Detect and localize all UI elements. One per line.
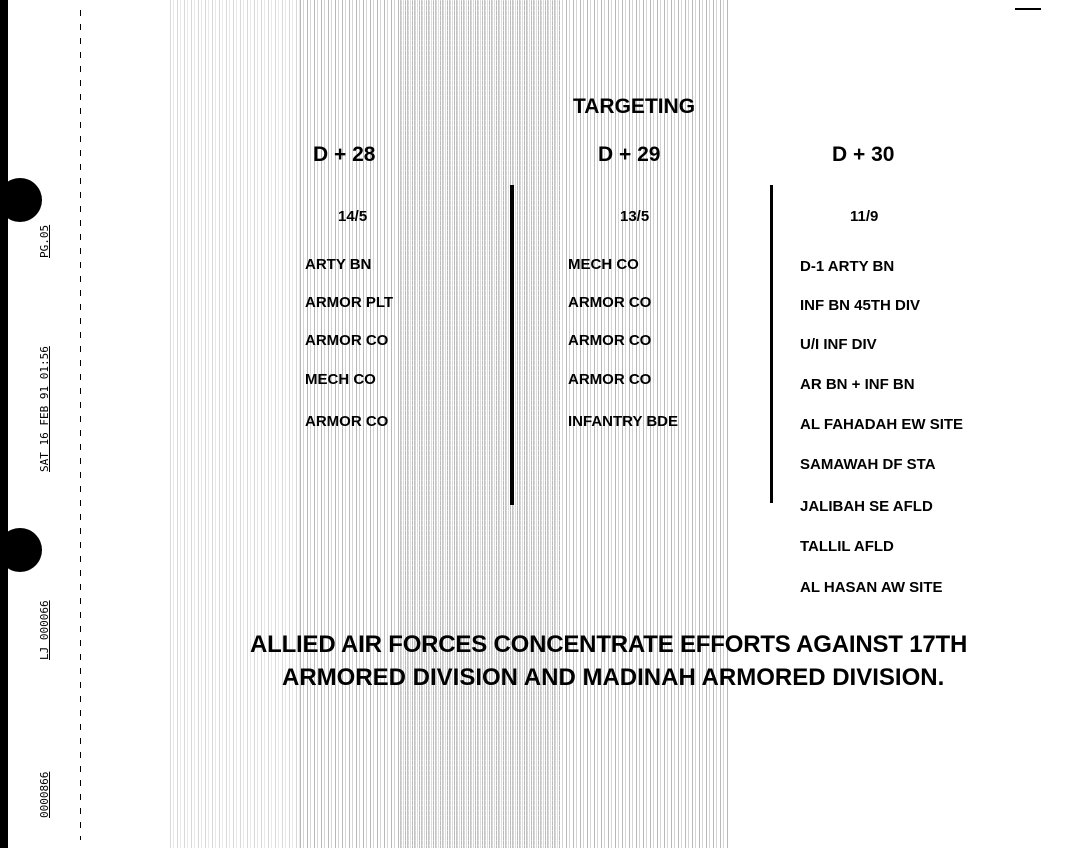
scan-line bbox=[80, 10, 81, 840]
target-item: AL FAHADAH EW SITE bbox=[800, 416, 964, 433]
target-item: ARMOR CO bbox=[305, 332, 389, 349]
column-ratio: 13/5 bbox=[620, 208, 650, 225]
target-item: INFANTRY BDE bbox=[568, 413, 679, 430]
target-item: ARMOR CO bbox=[568, 294, 652, 311]
summary-line: ARMORED DIVISION AND MADINAH ARMORED DIV… bbox=[282, 664, 945, 691]
column-day: D + 28 bbox=[313, 143, 376, 166]
column-day: D + 29 bbox=[598, 143, 661, 166]
target-item: U/I INF DIV bbox=[800, 336, 877, 353]
target-item: TALLIL AFLD bbox=[800, 538, 894, 555]
target-item: INF BN 45TH DIV bbox=[800, 297, 921, 314]
column-divider bbox=[770, 185, 773, 503]
scan-noise bbox=[300, 0, 730, 848]
scan-noise bbox=[400, 0, 560, 848]
column-divider bbox=[510, 185, 514, 505]
column-day: D + 30 bbox=[832, 143, 895, 166]
target-item: ARMOR CO bbox=[568, 371, 652, 388]
fax-timestamp: SAT 16 FEB 91 01:56 bbox=[38, 346, 51, 472]
target-item: JALIBAH SE AFLD bbox=[800, 498, 933, 515]
target-item: ARMOR PLT bbox=[305, 294, 394, 311]
target-item: SAMAWAH DF STA bbox=[800, 456, 936, 473]
target-item: MECH CO bbox=[305, 371, 376, 388]
column-ratio: 14/5 bbox=[338, 208, 368, 225]
target-item: AL HASAN AW SITE bbox=[800, 579, 943, 596]
page-title: TARGETING bbox=[573, 95, 696, 118]
page-edge bbox=[0, 0, 8, 848]
target-item: MECH CO bbox=[568, 256, 639, 273]
target-item: ARMOR CO bbox=[305, 413, 389, 430]
scan-noise bbox=[170, 0, 300, 848]
target-item: AR BN + INF BN bbox=[800, 376, 915, 393]
punch-hole bbox=[0, 178, 42, 222]
fax-page: PG.05 bbox=[38, 224, 51, 258]
scan-mark bbox=[1015, 8, 1041, 10]
target-item: D-1 ARTY BN bbox=[800, 258, 895, 275]
fax-id: LJ 000066 bbox=[38, 600, 51, 660]
column-ratio: 11/9 bbox=[850, 208, 879, 225]
fax-number: 0000866 bbox=[38, 771, 51, 818]
target-item: ARTY BN bbox=[305, 256, 372, 273]
target-item: ARMOR CO bbox=[568, 332, 652, 349]
punch-hole bbox=[0, 528, 42, 572]
summary-line: ALLIED AIR FORCES CONCENTRATE EFFORTS AG… bbox=[250, 631, 968, 658]
